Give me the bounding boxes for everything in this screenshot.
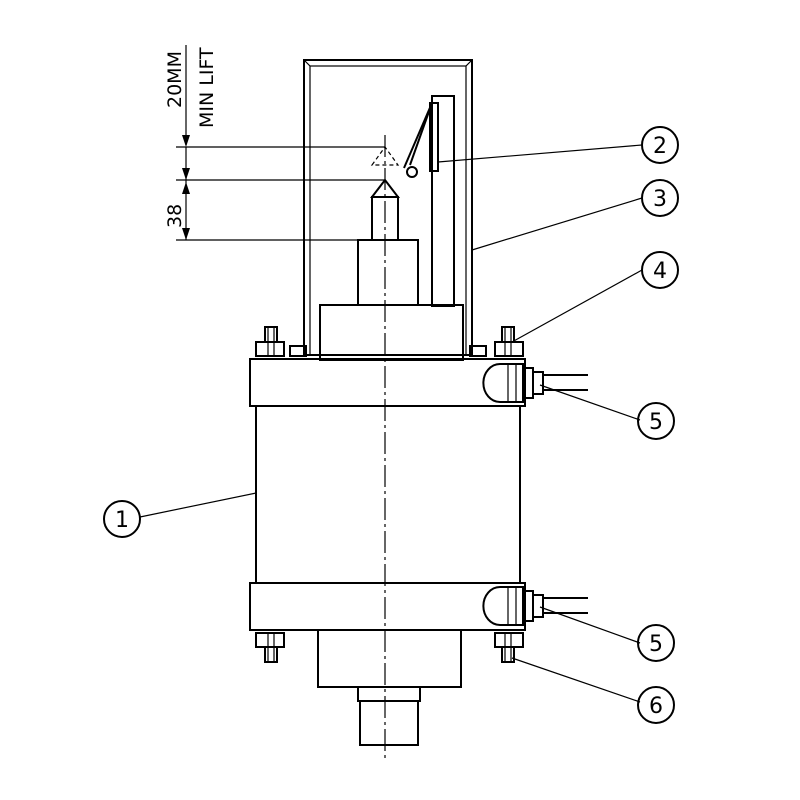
limit-switch [403, 95, 455, 307]
top-flange [249, 358, 526, 407]
callout-5b: 5 [637, 624, 675, 662]
top-studs [255, 326, 524, 357]
dim-lift-line1: 20MM [164, 51, 186, 108]
leader-lines [139, 144, 643, 703]
callout-1: 1 [103, 500, 141, 538]
callout-6: 6 [637, 686, 675, 724]
bottom-connection [317, 629, 462, 746]
dim-lift-line2: MIN LIFT [196, 47, 218, 128]
callout-4: 4 [641, 251, 679, 289]
callout-5a: 5 [637, 402, 675, 440]
callout-6-label: 6 [649, 694, 663, 719]
callout-5a-label: 5 [649, 410, 663, 435]
callout-2-label: 2 [653, 134, 667, 159]
callout-3-label: 3 [653, 187, 667, 212]
cylinder-body [255, 406, 521, 583]
dim-stroke-label: 38 [164, 204, 186, 228]
callout-2: 2 [641, 126, 679, 164]
switch-housing [289, 59, 487, 357]
pressure-port-top [482, 363, 588, 403]
dimension-lift: 20MM MIN LIFT [164, 45, 385, 181]
pressure-port-bottom [482, 586, 588, 626]
dimension-stroke: 38 [164, 180, 360, 241]
indicator-rod [319, 145, 464, 361]
callout-4-label: 4 [653, 259, 667, 284]
callout-1-label: 1 [115, 508, 129, 533]
bottom-studs [255, 632, 524, 663]
callout-5b-label: 5 [649, 632, 663, 657]
callout-3: 3 [641, 179, 679, 217]
